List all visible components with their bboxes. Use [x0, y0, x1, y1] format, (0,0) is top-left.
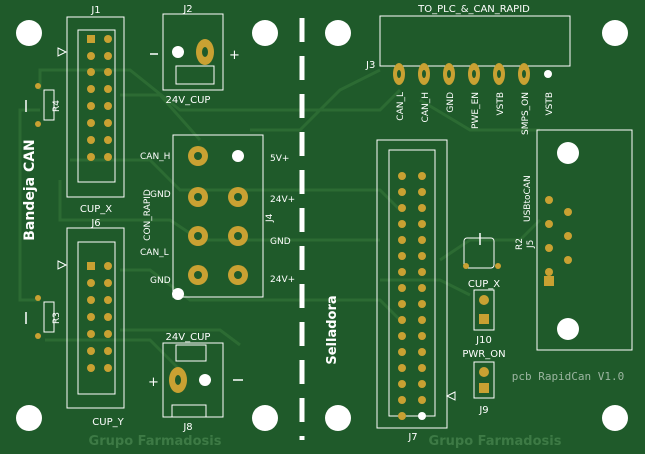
- j7-pin: [398, 172, 406, 180]
- j7-pin: [418, 316, 426, 324]
- j3-pin-4: VSTB: [496, 92, 506, 116]
- mounting-holes: [16, 20, 628, 431]
- r3-ref: R3: [52, 312, 62, 324]
- j7-pin: [418, 348, 426, 356]
- j7-pin: [418, 380, 426, 388]
- j4-right-3: 24V+: [270, 275, 295, 285]
- resistor-r4[interactable]: [25, 83, 55, 127]
- j3-pin-0: CAN_L: [396, 92, 406, 121]
- j3-pin-2: GND: [446, 92, 456, 113]
- connector-j7[interactable]: [376, 139, 456, 429]
- j8-ref: J8: [182, 422, 192, 433]
- j4-ref: J4: [265, 213, 275, 223]
- j7-pin: [398, 220, 406, 228]
- j5-ref: J5: [526, 240, 536, 249]
- j7-pin: [398, 236, 406, 244]
- j7-pin: [398, 396, 406, 404]
- j7-pin: [418, 300, 426, 308]
- j3-pin-3: PWE_EN: [471, 92, 481, 129]
- j7-pin: [418, 332, 426, 340]
- connector-j6[interactable]: [57, 227, 125, 409]
- j7-pin: [418, 220, 426, 228]
- j7-pin: [398, 204, 406, 212]
- connector-j10[interactable]: [473, 289, 495, 331]
- j1-name: CUP_X: [80, 204, 112, 215]
- j9-ref: J9: [478, 405, 488, 416]
- connector-j2[interactable]: [150, 13, 224, 91]
- j4-left-3: GND: [150, 276, 171, 286]
- connector-j5[interactable]: [536, 129, 633, 351]
- j10-ref: J10: [475, 335, 492, 346]
- j3-pin-5: SMPS_ON: [521, 92, 531, 135]
- j7-pin: [418, 364, 426, 372]
- j7-pin: [398, 380, 406, 388]
- j7-ref: J7: [407, 432, 417, 443]
- connector-j8[interactable]: [162, 342, 243, 418]
- j3-pin-6: VSTB: [545, 92, 555, 116]
- copper-traces: [18, 68, 542, 372]
- j7-pin: [398, 268, 406, 276]
- resistor-r2[interactable]: [463, 233, 501, 269]
- j7-pin: [398, 316, 406, 324]
- j7-pin: [398, 188, 406, 196]
- j7-pin: [398, 284, 406, 292]
- j4-left-2: CAN_L: [140, 248, 169, 258]
- board-name: pcb RapidCan V1.0: [512, 370, 625, 383]
- label-selladora: Selladora: [325, 295, 340, 364]
- j4-left-0: CAN_H: [140, 152, 170, 162]
- j8-name: 24V_CUP: [166, 332, 211, 343]
- j6-name: CUP_Y: [92, 417, 124, 428]
- connector-j1[interactable]: [57, 16, 125, 198]
- j3-pin-1: CAN_H: [421, 92, 431, 122]
- j7-pin: [398, 348, 406, 356]
- j1-ref: J1: [90, 5, 100, 16]
- r4-ref: R4: [52, 100, 62, 112]
- j4-left-1: GND: [150, 190, 171, 200]
- group-label-left: Grupo Farmadosis: [89, 434, 222, 449]
- j7-pin: [418, 412, 426, 420]
- j7-pin: [398, 332, 406, 340]
- j2-plus: +: [229, 48, 240, 63]
- j10-name: CUP_X: [468, 279, 500, 290]
- j7-pin: [418, 284, 426, 292]
- j4-name: CON_RAPID: [143, 189, 153, 241]
- j8-plus: +: [148, 375, 159, 390]
- connector-j9[interactable]: [473, 361, 495, 399]
- j7-pin: [398, 252, 406, 260]
- j7-pin: [418, 172, 426, 180]
- j7-pin: [418, 268, 426, 276]
- j7-pin: [398, 364, 406, 372]
- j7-pin: [418, 188, 426, 196]
- j3-ref: J3: [365, 60, 375, 71]
- j7-pin: [418, 252, 426, 260]
- resistor-r3[interactable]: [25, 295, 55, 339]
- j7-pin: [398, 412, 406, 420]
- j6-ref: J6: [90, 218, 100, 229]
- j3-pin-labels: CAN_L CAN_H GND PWE_EN VSTB SMPS_ON VSTB: [396, 92, 555, 135]
- j4-right-1: 24V+: [270, 195, 295, 205]
- j5-name: USBtoCAN: [523, 175, 533, 222]
- j4-right-0: 5V+: [270, 154, 289, 164]
- connector-j4[interactable]: [172, 134, 264, 300]
- j4-right-2: GND: [270, 237, 291, 247]
- connector-j3[interactable]: [379, 15, 571, 85]
- j2-ref: J2: [182, 4, 192, 15]
- j7-pin: [418, 236, 426, 244]
- label-bandeja-can: Bandeja CAN: [22, 139, 38, 241]
- j7-pin: [398, 300, 406, 308]
- r2-ref: R2: [515, 238, 525, 250]
- j7-pin: [418, 396, 426, 404]
- j9-name: PWR_ON: [462, 349, 505, 360]
- j3-name: TO_PLC_&_CAN_RAPID: [417, 4, 530, 15]
- j7-pin: [418, 204, 426, 212]
- group-label-right: Grupo Farmadosis: [429, 434, 562, 449]
- j2-name: 24V_CUP: [166, 95, 211, 106]
